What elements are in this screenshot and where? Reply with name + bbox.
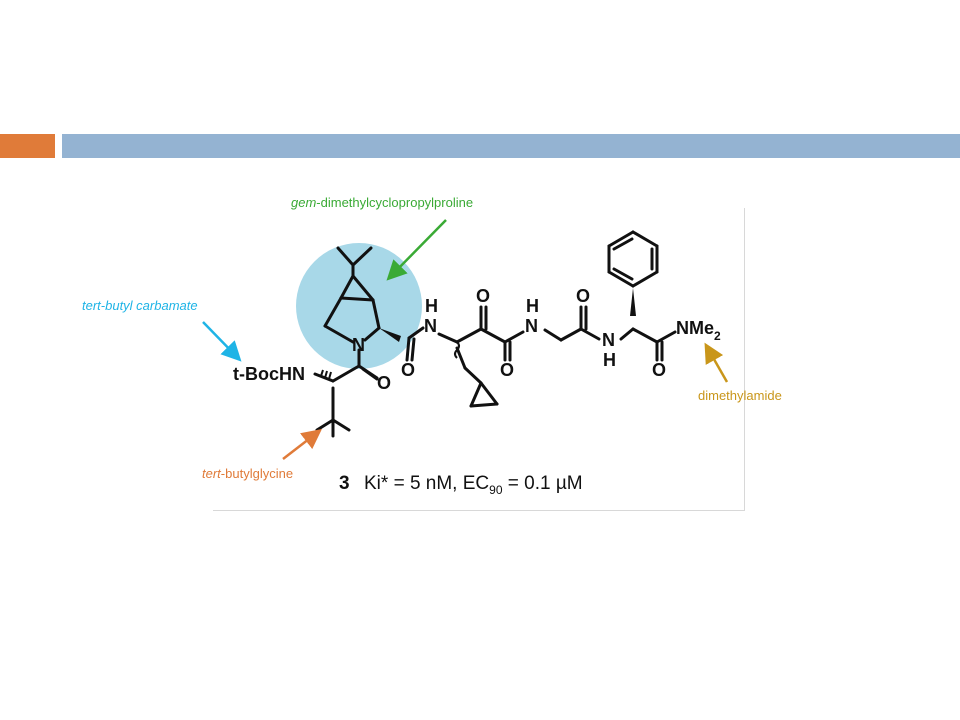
wedge-bond-phenyl [630,288,636,316]
atom-nh-low-n: N [602,330,615,350]
atom-o-pro-carbonyl: O [401,360,415,380]
label-dimethylamide: dimethylamide [698,388,782,403]
atom-o-gly: O [576,286,590,306]
atom-nh-mid-n: N [525,316,538,336]
caption-activity: Ki* = 5 nM, EC90 = 0.1 µM [364,473,583,497]
header-main-bar [62,134,960,158]
atom-nh-top-h: H [425,296,438,316]
atom-o-keto: O [476,286,490,306]
atom-nh-top-n: N [424,316,437,336]
label-gem-dimethylcyclopropylproline: gem-dimethylcyclopropylproline [291,195,474,210]
atom-nh-low-h: H [603,350,616,370]
hash-bond [320,369,332,380]
header-accent-bar [0,134,55,158]
atom-nh-mid-h: H [526,296,539,316]
atom-o-amide: O [500,360,514,380]
wedge-bond [379,328,401,342]
boc-label: t-BocHN [233,364,305,384]
caption-compound-number: 3 [339,473,350,494]
wavy-bond [454,341,460,359]
label-tert-butyl-carbamate: tert-butyl carbamate [82,298,198,313]
bonds [313,230,677,438]
atom-nme2: NMe2 [676,318,721,343]
atom-o-phg: O [652,360,666,380]
structure-svg: N O O N H O O N H O N H O NMe2 t-BocHN 3… [233,230,721,497]
atom-o-boc-carbonyl: O [377,373,391,393]
atom-n-ring: N [352,335,365,355]
label-tert-butylglycine: tert-butylglycine [202,466,294,481]
